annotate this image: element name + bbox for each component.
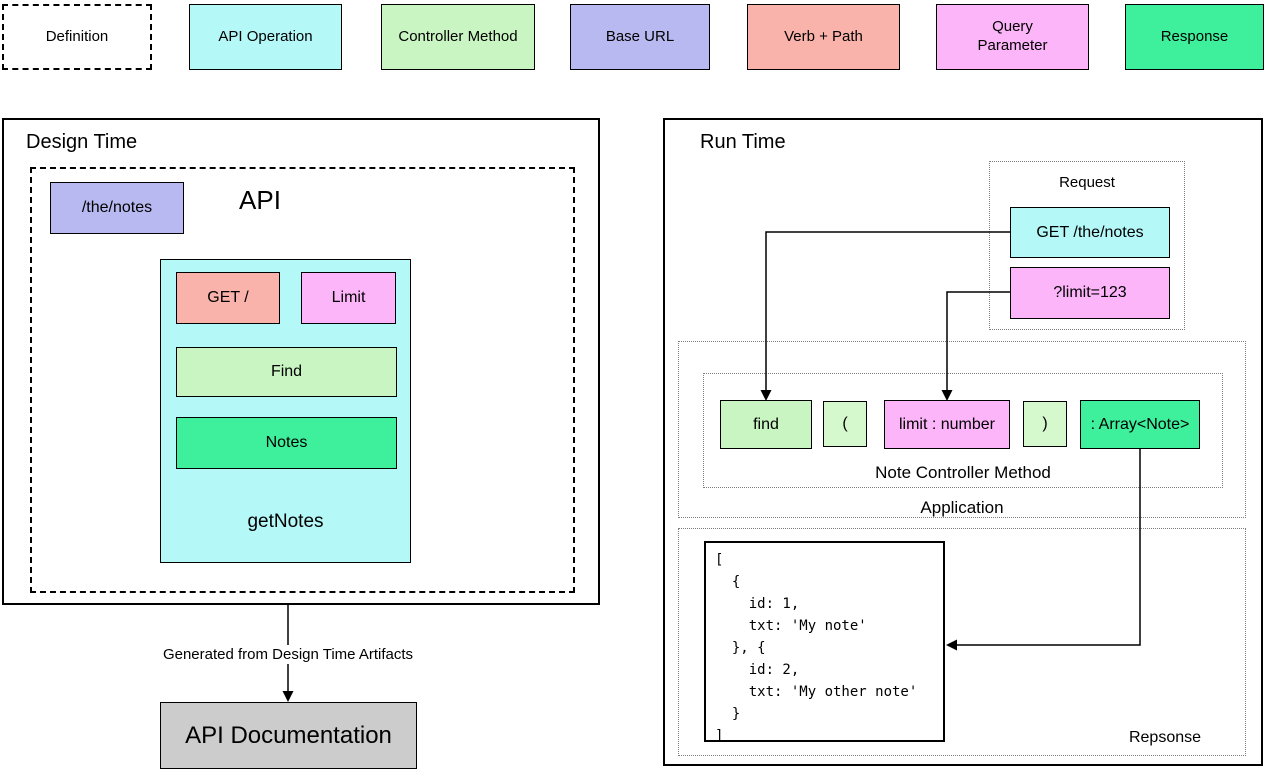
note-controller-method-label: Note Controller Method (875, 463, 1051, 482)
legend-api-operation: API Operation (189, 4, 342, 70)
legend-base-url: Base URL (570, 4, 710, 70)
controller-method-node: Find (176, 347, 397, 397)
legend-response: Response (1125, 4, 1264, 70)
code-line: txt: 'My other note' (715, 684, 918, 700)
api-documentation-box: API Documentation (160, 702, 417, 769)
token-find: find (720, 400, 812, 449)
application-label: Application (920, 498, 1004, 517)
token-close-paren: ) (1023, 401, 1067, 447)
request-label: Request (1059, 174, 1115, 191)
code-line: } (715, 706, 741, 722)
code-line: }, { (715, 640, 766, 656)
query-parameter-node: Limit (301, 272, 396, 324)
request-operation-node: GET /the/notes (1010, 207, 1170, 258)
base-url-node: /the/notes (50, 182, 184, 234)
legend-query-parameter: Query Parameter (936, 4, 1089, 70)
response-node: Notes (176, 417, 397, 469)
legend-controller-method: Controller Method (381, 4, 535, 70)
legend-definition: Definition (2, 4, 152, 70)
legend-verb-path: Verb + Path (747, 4, 900, 70)
code-line: txt: 'My note' (715, 618, 867, 634)
code-line: id: 2, (715, 662, 800, 678)
code-line: id: 1, (715, 596, 800, 612)
verb-path-node: GET / (176, 272, 280, 324)
response-code-box: [ { id: 1, txt: 'My note' }, { id: 2, tx… (704, 541, 945, 742)
operation-name-label: getNotes (247, 511, 324, 532)
code-line: ] (715, 728, 724, 742)
request-query-node: ?limit=123 (1010, 267, 1170, 319)
token-return-type: : Array<Note> (1080, 400, 1200, 449)
token-limit-number: limit : number (884, 400, 1010, 449)
design-time-title: Design Time (26, 131, 138, 153)
api-definition-box (30, 167, 575, 593)
token-open-paren: ( (823, 401, 867, 447)
generated-arrow-label: Generated from Design Time Artifacts (128, 645, 448, 664)
code-line: { (715, 574, 741, 590)
response-group-label: Repsonse (1128, 729, 1202, 746)
api-label: API (239, 185, 281, 215)
code-line: [ (715, 552, 724, 568)
run-time-title: Run Time (700, 131, 786, 153)
